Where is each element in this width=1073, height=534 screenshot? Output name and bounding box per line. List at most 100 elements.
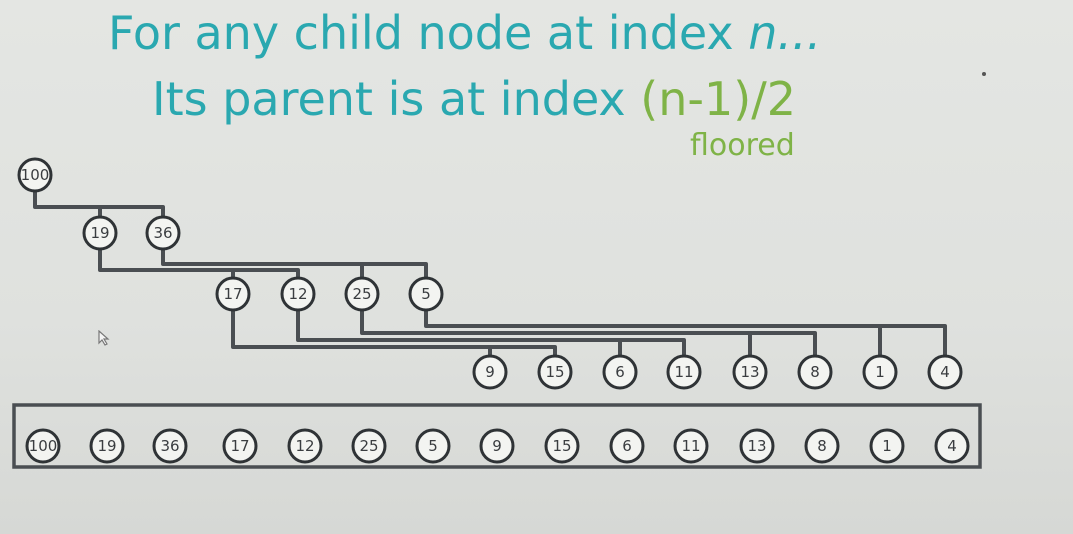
array-cell-circle xyxy=(25,428,61,464)
array-cell-label: 9 xyxy=(492,437,502,455)
tree-node-label: 9 xyxy=(485,363,495,381)
mouse-cursor-icon xyxy=(98,330,110,346)
title-line-2-text: Its parent is at index xyxy=(152,72,641,126)
tree-node-circle xyxy=(732,354,768,390)
array-cell-circle xyxy=(152,428,188,464)
array-cell-9: 6 xyxy=(609,428,645,464)
tree-node-label: 8 xyxy=(810,363,820,381)
title-variable-n: n... xyxy=(748,6,822,60)
array-cell-8: 15 xyxy=(544,428,580,464)
tree-node-circle xyxy=(17,157,53,193)
tree-edge-6 xyxy=(424,310,947,356)
stray-dot xyxy=(982,72,986,76)
array-cell-label: 25 xyxy=(359,437,378,455)
tree-node-label: 6 xyxy=(615,363,625,381)
tree-node-circle xyxy=(215,276,251,312)
array-cell-circle xyxy=(89,428,125,464)
tree-node-label: 12 xyxy=(288,285,307,303)
array-cell-circle xyxy=(544,428,580,464)
tree-node-3: 17 xyxy=(215,276,251,312)
array-cell-label: 1 xyxy=(882,437,892,455)
array-cell-label: 19 xyxy=(97,437,116,455)
array-cell-12: 8 xyxy=(804,428,840,464)
tree-node-8: 15 xyxy=(537,354,573,390)
tree-node-7: 9 xyxy=(472,354,508,390)
tree-node-circle xyxy=(797,354,833,390)
tree-node-label: 25 xyxy=(352,285,371,303)
array-cell-circle xyxy=(287,428,323,464)
tree-nodes: 100 19 36 17 12 25 5 9 15 6 11 13 8 1 4 xyxy=(17,157,963,390)
array-cell-11: 13 xyxy=(739,428,775,464)
tree-edges xyxy=(33,191,947,356)
array-cell-1: 19 xyxy=(89,428,125,464)
floored-note: floored xyxy=(690,128,795,163)
array-cells: 100 19 36 17 12 25 5 9 15 6 11 13 8 1 4 xyxy=(25,428,970,464)
array-cell-label: 4 xyxy=(947,437,957,455)
array-cell-label: 17 xyxy=(230,437,249,455)
tree-node-circle xyxy=(927,354,963,390)
tree-node-circle xyxy=(82,215,118,251)
array-cell-6: 5 xyxy=(415,428,451,464)
array-cell-10: 11 xyxy=(673,428,709,464)
tree-node-circle xyxy=(344,276,380,312)
array-cell-circle xyxy=(222,428,258,464)
tree-node-11: 13 xyxy=(732,354,768,390)
parent-index-formula: (n-1)/2 xyxy=(640,72,796,126)
array-cell-circle xyxy=(934,428,970,464)
tree-node-circle xyxy=(537,354,573,390)
tree-node-label: 19 xyxy=(90,224,109,242)
tree-node-1: 19 xyxy=(82,215,118,251)
array-cell-label: 13 xyxy=(747,437,766,455)
array-cell-13: 1 xyxy=(869,428,905,464)
tree-node-label: 15 xyxy=(545,363,564,381)
title-line-1-text: For any child node at index xyxy=(108,6,749,60)
tree-node-13: 1 xyxy=(862,354,898,390)
array-cell-7: 9 xyxy=(479,428,515,464)
tree-node-circle xyxy=(472,354,508,390)
tree-edge-5 xyxy=(360,310,817,356)
array-cell-label: 6 xyxy=(622,437,632,455)
tree-node-5: 25 xyxy=(344,276,380,312)
tree-edge-0 xyxy=(33,191,165,217)
tree-node-6: 5 xyxy=(408,276,444,312)
array-cell-label: 11 xyxy=(681,437,700,455)
tree-node-10: 11 xyxy=(666,354,702,390)
tree-node-circle xyxy=(280,276,316,312)
tree-node-label: 100 xyxy=(21,166,50,184)
array-cell-circle xyxy=(415,428,451,464)
tree-node-0: 100 xyxy=(17,157,53,193)
tree-node-circle xyxy=(145,215,181,251)
array-cell-label: 8 xyxy=(817,437,827,455)
tree-node-circle xyxy=(602,354,638,390)
tree-node-12: 8 xyxy=(797,354,833,390)
title-line-1: For any child node at index n... xyxy=(108,10,821,56)
array-cell-label: 36 xyxy=(160,437,179,455)
tree-node-label: 4 xyxy=(940,363,950,381)
array-cell-label: 12 xyxy=(295,437,314,455)
tree-node-label: 11 xyxy=(674,363,693,381)
array-cell-circle xyxy=(673,428,709,464)
tree-node-4: 12 xyxy=(280,276,316,312)
tree-node-circle xyxy=(862,354,898,390)
tree-node-label: 13 xyxy=(740,363,759,381)
tree-node-2: 36 xyxy=(145,215,181,251)
array-cell-14: 4 xyxy=(934,428,970,464)
array-cell-label: 100 xyxy=(29,437,58,455)
array-cell-circle xyxy=(609,428,645,464)
tree-node-14: 4 xyxy=(927,354,963,390)
array-cell-circle xyxy=(479,428,515,464)
array-cell-circle xyxy=(869,428,905,464)
array-cell-3: 17 xyxy=(222,428,258,464)
array-cell-circle xyxy=(739,428,775,464)
array-cell-label: 15 xyxy=(552,437,571,455)
array-cell-label: 5 xyxy=(428,437,438,455)
array-cell-5: 25 xyxy=(351,428,387,464)
array-cell-2: 36 xyxy=(152,428,188,464)
array-cell-circle xyxy=(351,428,387,464)
array-cell-circle xyxy=(804,428,840,464)
tree-node-9: 6 xyxy=(602,354,638,390)
array-box xyxy=(12,403,982,469)
tree-node-label: 36 xyxy=(153,224,172,242)
array-cell-0: 100 xyxy=(25,428,61,464)
